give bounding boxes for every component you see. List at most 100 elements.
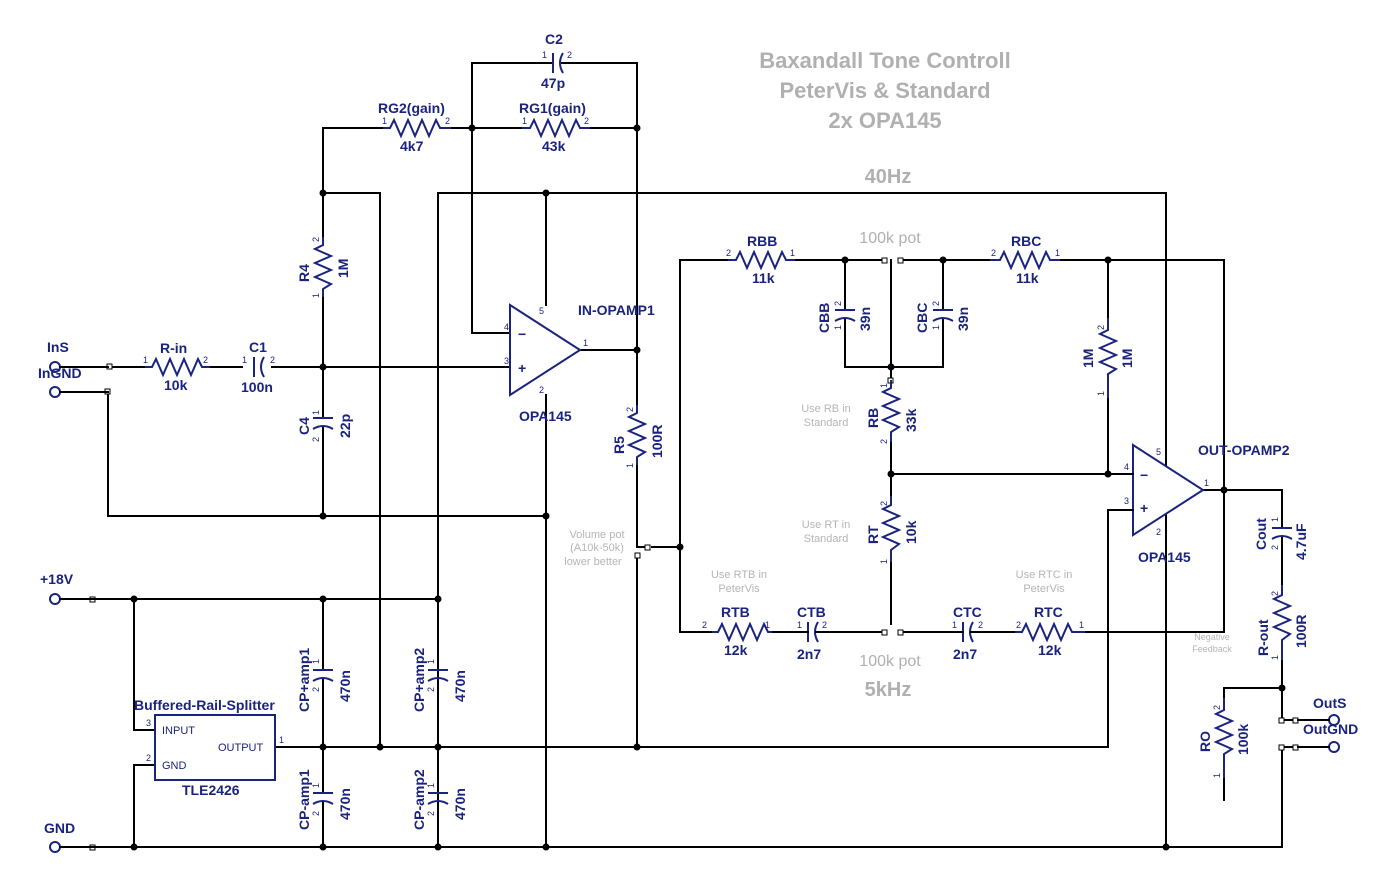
svg-text:C4: C4 [296,417,312,435]
input-ground-port[interactable] [49,386,61,398]
capacitor-cbb[interactable]: CBB 39n 2 1 [816,294,873,336]
svg-text:RG1(gain): RG1(gain) [519,100,586,116]
svg-text:1: 1 [625,463,635,468]
negative-feedback-note: Negative Feedback [1192,632,1232,654]
resistor-r4[interactable]: R4 1M 2 1 [296,237,351,298]
resistor-rg1[interactable]: RG1(gain) 43k 1 2 [519,100,590,154]
svg-text:1: 1 [311,783,321,788]
junction [434,843,442,851]
v18-port[interactable] [49,593,61,605]
resistor-r-in[interactable]: R-in 10k 1 2 [143,340,210,393]
svg-text:PeterVis: PeterVis [1023,583,1065,595]
svg-text:1: 1 [1270,517,1280,522]
svg-text:Cout: Cout [1253,518,1269,550]
svg-text:Volume pot: Volume pot [569,529,624,541]
junction [319,512,327,520]
opamp-2[interactable]: − + OPA145 4 3 5 2 1 [1119,443,1209,565]
svg-text:Use RTB in: Use RTB in [711,569,767,581]
svg-text:−: − [1140,467,1148,483]
resistor-rtb[interactable]: RTB 12k 2 1 [702,604,772,658]
svg-text:OUTPUT: OUTPUT [218,742,264,754]
svg-text:1: 1 [790,248,795,258]
junction [319,743,327,751]
capacitor-cp-plus-amp2[interactable]: CP+amp2 470n 1 2 [411,648,468,713]
svg-text:CP+amp1: CP+amp1 [296,648,312,712]
capacitor-c1[interactable]: C1 100n 1 2 [241,339,275,395]
capacitors: C1 100n 1 2 C2 47p 1 2 C4 22p 1 2 [241,31,1309,830]
svg-text:GND: GND [162,760,187,772]
svg-text:33k: 33k [903,408,919,432]
capacitor-ctb[interactable]: CTB 2n7 1 2 [797,604,827,662]
bass-pot-label: 100k pot [859,230,921,247]
junction [939,256,947,264]
svg-text:Use RTC in: Use RTC in [1016,569,1073,581]
gnd-port[interactable] [49,841,61,853]
net-label-in-opamp1: IN-OPAMP1 [578,302,655,318]
svg-text:2: 2 [311,437,321,442]
svg-text:2: 2 [822,620,827,630]
svg-text:11k: 11k [1016,270,1039,286]
svg-text:PeterVis: PeterVis [718,583,760,595]
svg-text:100n: 100n [241,379,273,395]
capacitor-cout[interactable]: Cout 4.7uF 1 2 [1253,509,1309,560]
svg-text:1: 1 [279,735,284,745]
junction [633,346,641,354]
svg-text:4k7: 4k7 [400,138,424,154]
capacitor-cp-plus-amp1[interactable]: CP+amp1 470n 1 2 [296,648,353,713]
svg-text:1: 1 [1212,773,1222,778]
svg-text:1: 1 [797,620,802,630]
svg-text:4: 4 [504,322,509,332]
junction [434,595,442,603]
resistor-r5[interactable]: R5 100R 2 1 [611,405,665,468]
svg-text:1M: 1M [1119,349,1135,368]
v18-label: +18V [40,571,74,587]
svg-text:RG2(gain): RG2(gain) [378,100,445,116]
net-label-out-opamp2: OUT-OPAMP2 [1198,442,1290,458]
use-rtc-note: Use RTC in PeterVis [1016,569,1073,595]
resistor-ro[interactable]: RO 100k 2 1 [1197,698,1251,778]
capacitor-c2[interactable]: C2 47p 1 2 [541,31,573,91]
treble-pot-label: 100k pot [859,653,921,670]
svg-text:2: 2 [702,620,707,630]
resistor-rb[interactable]: RB 33k 1 2 [865,380,919,444]
resistor-rbc[interactable]: RBC 11k 2 1 [990,233,1060,286]
capacitor-c4[interactable]: C4 22p 1 2 [296,404,353,442]
svg-text:11k: 11k [752,270,775,286]
treble-frequency-label: 5kHz [865,679,912,701]
capacitor-cp-minus-amp2[interactable]: CP-amp2 470n 1 2 [411,767,468,830]
junction [319,189,327,197]
svg-text:1: 1 [879,383,889,388]
svg-text:RBC: RBC [1011,233,1041,249]
svg-text:−: − [518,326,526,342]
title-block: Baxandall Tone Controll PeterVis & Stand… [759,48,1010,133]
svg-text:470n: 470n [452,788,468,820]
opamp-1[interactable]: − + OPA145 4 3 5 2 1 [504,303,588,424]
svg-text:RTB: RTB [721,604,750,620]
svg-text:Use RT in: Use RT in [802,519,851,531]
rail-splitter[interactable]: Buffered-Rail-Splitter TLE2426 INPUT GND… [134,697,284,798]
capacitor-ctc[interactable]: CTC 2n7 1 2 [952,604,983,662]
resistor-rtc[interactable]: RTC 12k 2 1 [1015,604,1085,658]
resistor-rt[interactable]: RT 10k 2 1 [865,496,919,564]
svg-text:1: 1 [1079,620,1084,630]
resistor-1m[interactable]: 1M 1M 2 1 [1080,318,1135,398]
svg-text:100R: 100R [1293,615,1309,648]
resistor-rbb[interactable]: RBB 11k 2 1 [726,233,795,286]
ingnd-label: InGND [38,365,82,381]
junction [1162,843,1170,851]
capacitor-cp-minus-amp1[interactable]: CP-amp1 470n 1 2 [296,767,353,830]
resistor-r-out[interactable]: R-out 100R 2 1 [1255,585,1309,660]
svg-text:INPUT: INPUT [162,725,195,737]
svg-text:10k: 10k [164,377,188,393]
capacitor-cbc[interactable]: CBC 39n 2 1 [914,294,971,336]
svg-text:2: 2 [539,385,544,395]
svg-text:2: 2 [311,237,321,242]
svg-text:1: 1 [311,410,321,415]
output-ground-port[interactable] [1328,741,1340,753]
svg-text:2: 2 [1096,325,1106,330]
ports: InS InGND +18V GND OutS OutGND [38,339,1358,853]
svg-text:47p: 47p [541,75,565,91]
resistor-rg2[interactable]: RG2(gain) 4k7 1 2 [378,100,451,154]
svg-text:39n: 39n [955,307,971,331]
